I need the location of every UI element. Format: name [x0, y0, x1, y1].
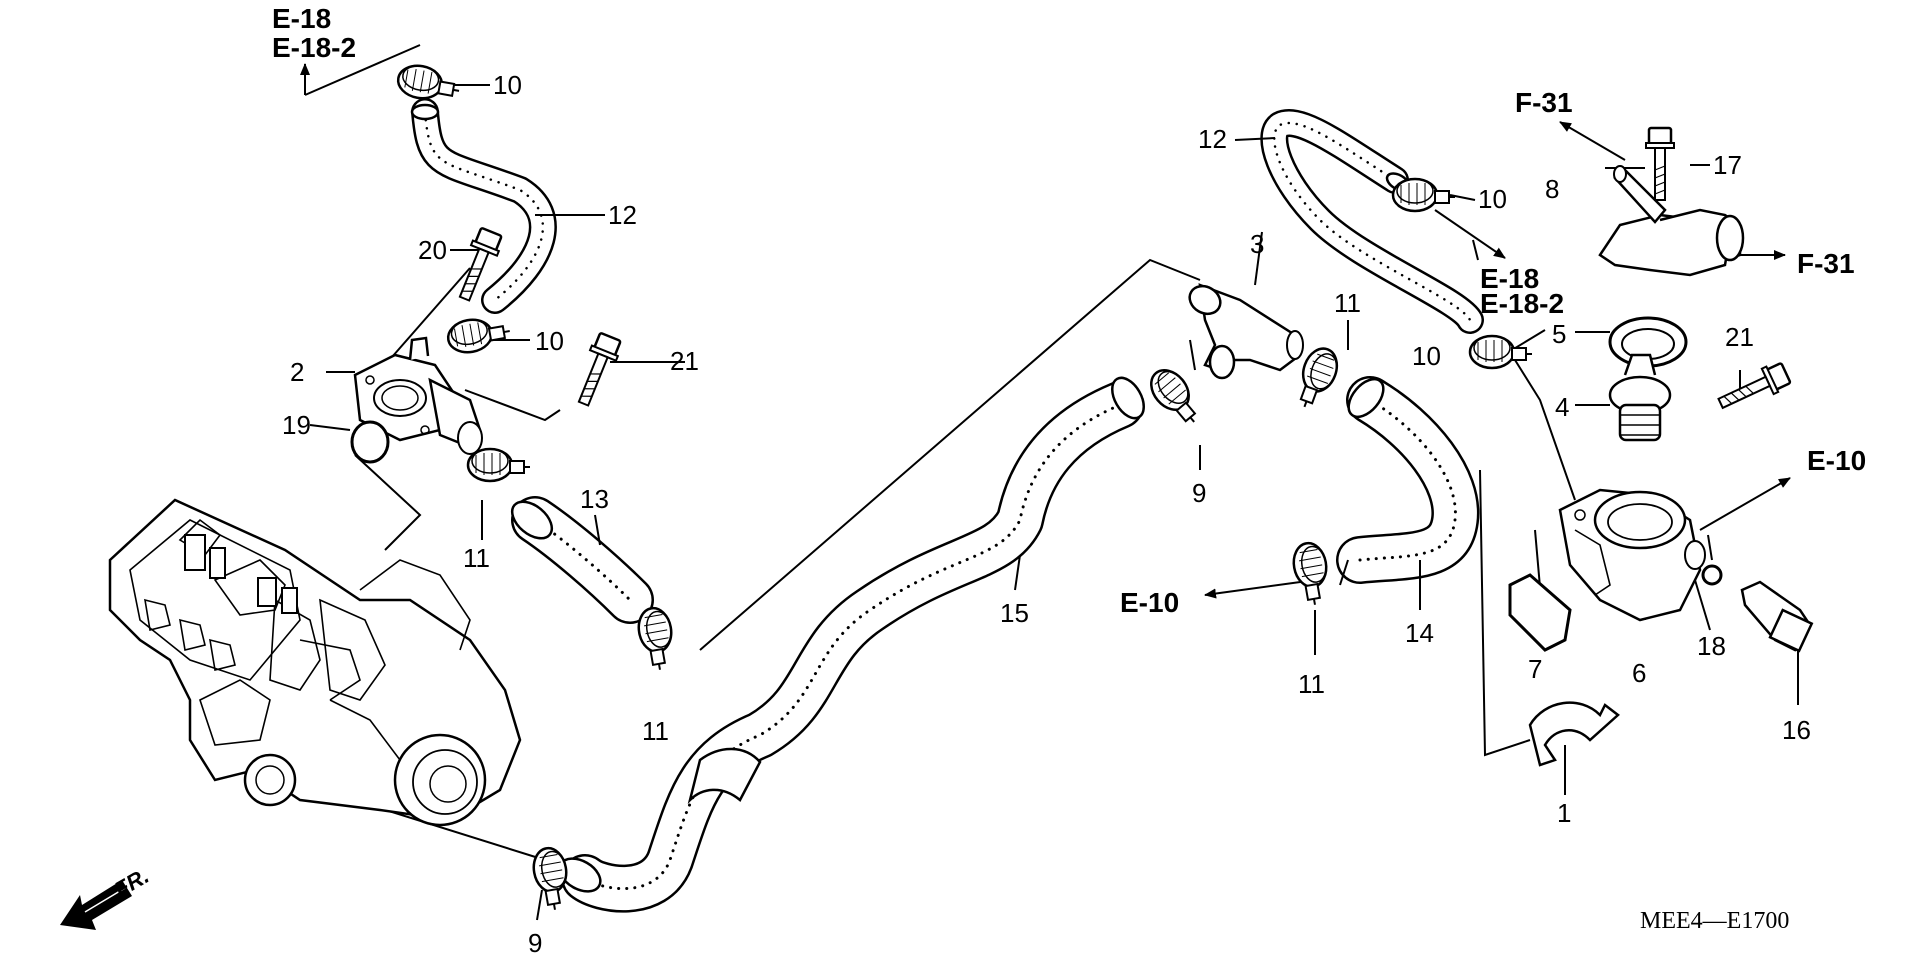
ref-e18-2-mid: E-18-2	[1480, 288, 1564, 319]
callout-12: 12	[608, 200, 637, 230]
callout-9: 9	[528, 928, 542, 958]
hose-12-left	[410, 98, 557, 314]
part-1-clip	[1528, 701, 1620, 767]
part-4-thermostat	[1608, 353, 1672, 442]
ref-e18-top: E-18	[272, 3, 331, 34]
callout-4: 4	[1555, 392, 1569, 422]
ref-e10-right: E-10	[1807, 445, 1866, 476]
part-9-clamp	[1142, 361, 1210, 433]
part-17-bolt	[1644, 126, 1676, 202]
callout-5: 5	[1552, 319, 1566, 349]
hose-15	[558, 376, 1145, 913]
part-21-bolt	[569, 330, 625, 411]
part-11-clamp	[634, 604, 679, 674]
callout-11: 11	[1298, 669, 1325, 699]
part-9-clamp	[529, 844, 574, 914]
callout-14: 14	[1405, 618, 1434, 648]
front-direction-arrow: FR.	[60, 863, 153, 930]
hose-13	[510, 496, 654, 624]
part-11-clamp	[1289, 539, 1334, 609]
part-10-clamp	[394, 61, 464, 106]
callout-17: 17	[1713, 150, 1742, 180]
callout-16: 16	[1782, 715, 1811, 745]
callout-6: 6	[1632, 658, 1646, 688]
ref-e10-mid: E-10	[1120, 587, 1179, 618]
part-11-clamp	[466, 447, 532, 483]
callout-11: 11	[463, 543, 490, 573]
callout-11: 11	[1334, 288, 1361, 318]
callout-21: 21	[670, 346, 699, 376]
leader-lines	[289, 44, 1799, 921]
part-10-clamp	[444, 312, 514, 357]
callout-10: 10	[493, 70, 522, 100]
ref-f31-top: F-31	[1515, 87, 1573, 118]
ref-e18-2-top: E-18-2	[272, 32, 356, 63]
callout-21: 21	[1725, 322, 1754, 352]
part-8-housing-cover	[1598, 165, 1745, 277]
part-6-thermostat-housing	[1558, 488, 1706, 622]
diagram-code: MEE4—E1700	[1640, 908, 1789, 934]
callout-11: 11	[642, 716, 669, 746]
ref-f31-right: F-31	[1797, 248, 1855, 279]
engine-block	[108, 498, 522, 827]
callout-10: 10	[535, 326, 564, 356]
callout-7: 7	[1528, 654, 1542, 684]
callout-13: 13	[580, 484, 609, 514]
callout-3: 3	[1250, 229, 1264, 259]
part-19-o-ring	[350, 420, 390, 464]
callout-19: 19	[282, 410, 311, 440]
part-7-gasket	[1508, 573, 1572, 652]
callout-12: 12	[1198, 124, 1227, 154]
hose-14	[1336, 376, 1480, 584]
part-3-t-joint	[1188, 283, 1304, 380]
callout-15: 15	[1000, 598, 1029, 628]
part-2-water-outlet	[353, 336, 483, 455]
hose-12-right	[1260, 109, 1484, 334]
part-10-clamp	[1391, 177, 1457, 213]
callout-18: 18	[1697, 631, 1726, 661]
callout-9: 9	[1192, 478, 1206, 508]
callout-10: 10	[1478, 184, 1507, 214]
part-18-washer	[1701, 564, 1723, 586]
part-5-gasket-ring	[1608, 316, 1688, 368]
callout-20: 20	[418, 235, 447, 265]
part-10-clamp	[1468, 334, 1534, 370]
callout-1: 1	[1557, 798, 1571, 828]
callout-10: 10	[1412, 341, 1441, 371]
part-16-temp-sensor	[1740, 580, 1814, 653]
part-21-bolt	[1713, 358, 1794, 418]
ref-e18-mid: E-18	[1480, 263, 1539, 294]
callout-8: 8	[1545, 174, 1559, 204]
callout-2: 2	[290, 357, 304, 387]
